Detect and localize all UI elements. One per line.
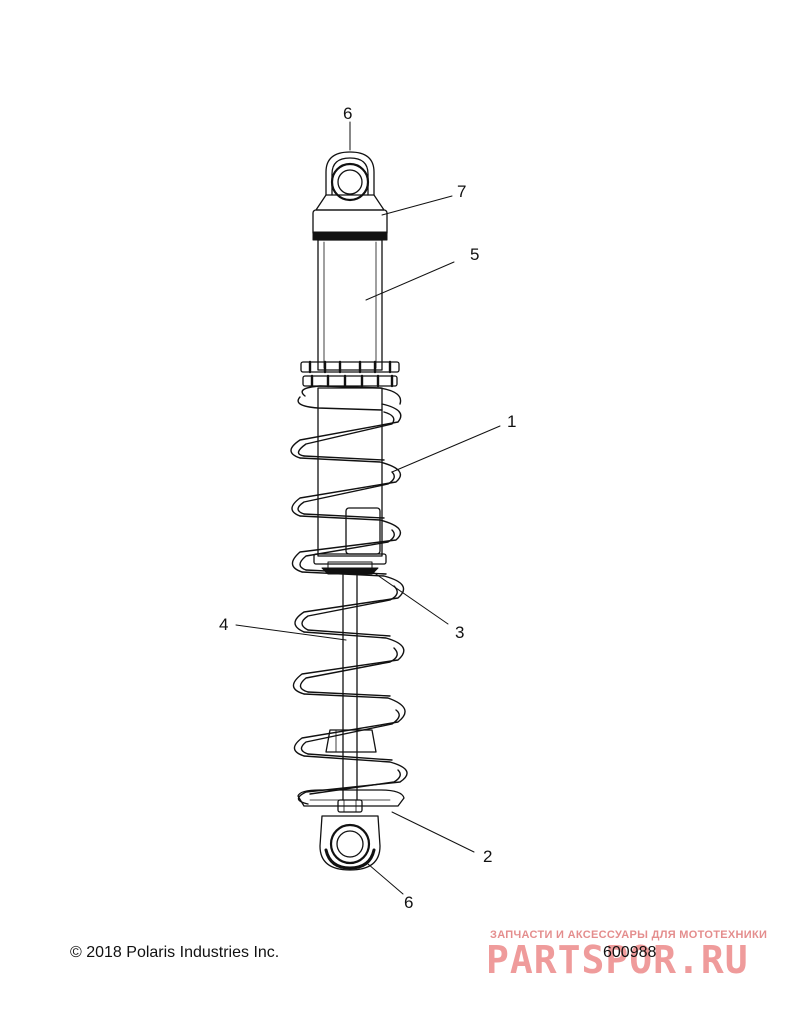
- callout-4: 4: [219, 615, 228, 634]
- shaft: [325, 573, 377, 801]
- leader-lines: [235, 121, 501, 895]
- callout-2: 2: [483, 847, 492, 866]
- callout-6-bottom: 6: [404, 893, 413, 912]
- leader-7: [381, 195, 453, 216]
- watermark-logo: PARTSPOR.RU: [486, 938, 749, 982]
- preload-collar: [300, 360, 400, 388]
- callout-labels: 6 7 5 1 4 3 2 6: [219, 104, 516, 912]
- top-cap: [312, 194, 388, 241]
- spring-retainer: [297, 789, 405, 813]
- leader-2: [391, 811, 475, 853]
- watermark-tagline: ЗАПЧАСТИ И АКСЕССУАРЫ ДЛЯ МОТОТЕХНИКИ: [490, 929, 768, 941]
- bottom-eyelet: [319, 815, 381, 871]
- copyright-notice: © 2018 Polaris Industries Inc.: [70, 944, 280, 961]
- leader-3: [369, 569, 449, 625]
- callout-6-top: 6: [343, 104, 352, 123]
- callout-1: 1: [507, 412, 516, 431]
- shock-body: [317, 239, 383, 371]
- leader-5: [365, 261, 455, 301]
- leader-1: [391, 425, 501, 473]
- coil-spring: [290, 385, 408, 805]
- leader-6-bottom: [367, 863, 404, 895]
- diagram-part-number: 600988: [603, 944, 657, 961]
- top-eyelet: [325, 151, 375, 202]
- callout-5: 5: [470, 245, 479, 264]
- callout-7: 7: [457, 182, 466, 201]
- leader-4: [235, 624, 347, 641]
- callout-3: 3: [455, 623, 464, 642]
